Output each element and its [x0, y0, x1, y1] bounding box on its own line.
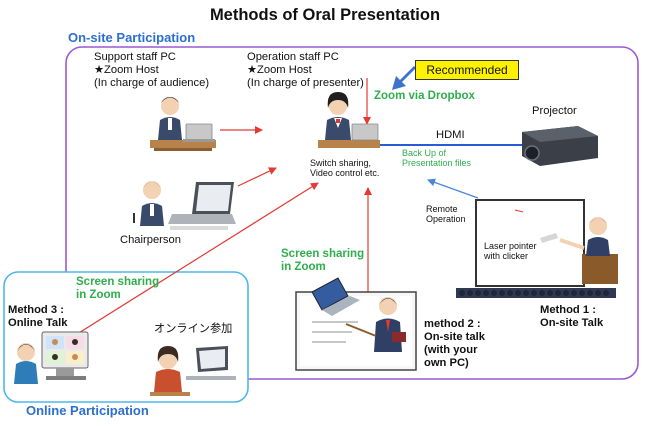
recommended-arrow [392, 66, 416, 90]
projector-label: Projector [532, 105, 577, 117]
recommended-badge: Recommended [415, 60, 519, 80]
method3-label: Method 3 : Online Talk [8, 304, 68, 329]
chairperson-illustration [133, 181, 236, 230]
support-staff-pc-label: Support staff PC ★Zoom Host (In charge o… [94, 51, 210, 89]
own-pc-talk-illustration [295, 277, 417, 371]
remote-operation-label: Remote Operation [426, 204, 466, 225]
zoom-via-dropbox-label: Zoom via Dropbox [374, 90, 475, 102]
switch-sharing-label: Switch sharing, Video control etc. [310, 158, 380, 179]
hdmi-label: HDMI [436, 129, 465, 141]
backup-files-label: Back Up of Presentation files [402, 148, 472, 169]
operation-staff-illustration [318, 92, 380, 148]
screen-sharing-center-label: Screen sharing in Zoom [281, 248, 365, 274]
onsite-participation-label: On-site Participation [68, 30, 196, 45]
online-talk-illustration [14, 331, 89, 384]
online-participation-jp-label: オンライン参加 [154, 323, 233, 335]
operation-staff-pc-label: Operation staff PC ★Zoom Host (In charge… [247, 51, 364, 89]
method3-to-operation-arrow [65, 182, 319, 342]
remote-operation-arrow [427, 178, 479, 199]
projector-illustration [522, 126, 598, 166]
chair-to-operation-arrow [237, 167, 277, 187]
method1-label: Method 1 : On-site Talk [540, 304, 604, 329]
support-staff-illustration [150, 97, 216, 151]
onsite-talk-illustration [456, 199, 618, 298]
onsite-region [65, 46, 639, 380]
page-title: Methods of Oral Presentation [209, 6, 441, 24]
laser-pointer-label: Laser pointer with clicker [484, 241, 537, 262]
screen-sharing-online-label: Screen sharing in Zoom [76, 276, 160, 302]
method2-label: method 2 : On-site talk (with your own P… [424, 318, 485, 369]
online-participation-label: Online Participation [26, 403, 149, 418]
chairperson-label: Chairperson [120, 234, 181, 246]
online-participant-illustration [150, 346, 236, 396]
